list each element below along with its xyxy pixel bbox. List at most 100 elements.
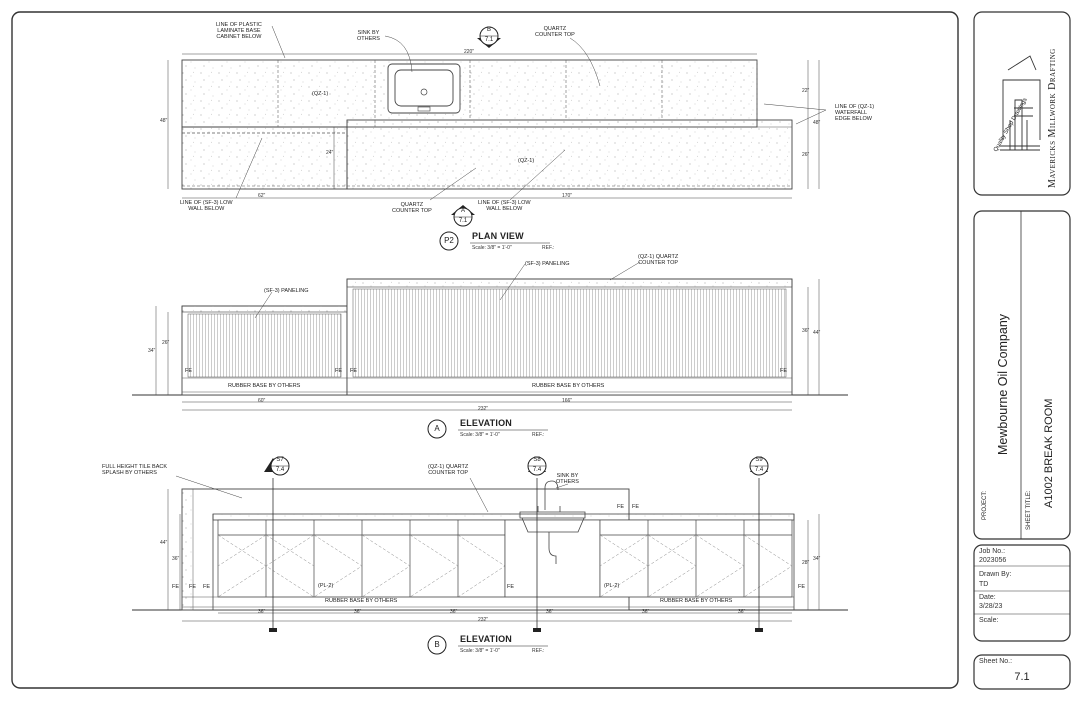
elev-a-scale: Scale: 3/8" = 1'-0" (460, 432, 500, 438)
section-s8-sheet: 7.4 (532, 467, 542, 473)
elev-a-base-left: RUBBER BASE BY OTHERS (228, 383, 301, 389)
elev-b-fe-4: FE (507, 584, 515, 590)
countertop-b (212, 513, 795, 521)
elev-b-fe-5: FE (617, 504, 625, 510)
sheet-no-value: 7.1 (1014, 671, 1030, 683)
elev-b-pl-right: (PL-2) (604, 583, 620, 589)
plan-upper-counter (181, 59, 758, 128)
scale-label: Scale: (979, 617, 999, 624)
job-no-label: Job No.: (979, 548, 1006, 555)
elev-b-fe-6: FE (632, 504, 640, 510)
elev-a-dim-34: 34" (148, 348, 156, 354)
elev-b-base-right: RUBBER BASE BY OTHERS (660, 598, 733, 604)
elev-a-dim-166: 166" (562, 398, 573, 404)
plan-dim-bottom-right: 170" (562, 193, 573, 199)
plan-dim-top: 220" (464, 49, 475, 55)
elev-a-dim-232: 232" (478, 406, 489, 412)
elev-a-dim-60: 60" (258, 398, 266, 404)
plan-dim-left-total: 48" (160, 118, 168, 124)
plan-view-id: P2 (444, 236, 454, 245)
elev-b-dim-seg-5: 36" (642, 609, 650, 615)
plan-view-scale: Scale: 3/8" = 1'-0" (472, 245, 512, 251)
elev-b-title: ELEVATION (460, 634, 512, 644)
elev-b-dim-44: 44" (160, 540, 168, 546)
elev-a-id: A (434, 424, 440, 433)
elev-b-fe-7: FE (798, 584, 806, 590)
elev-a-fe-1: FE (185, 368, 193, 374)
elevation-a (132, 261, 848, 439)
elev-b-dim-seg-2: 36" (354, 609, 362, 615)
elev-a-fe-2: FE (335, 368, 343, 374)
note-low-wall-right: LINE OF (SF-3) LOW WALL BELOW (478, 200, 531, 212)
elev-b-dim-36: 36" (172, 556, 180, 562)
plan-view-ref: REF.: (542, 245, 555, 251)
sink-b (519, 480, 586, 564)
elev-a-dim-26: 26" (162, 340, 170, 346)
plan-material-tag-upper: (QZ-1) (312, 91, 329, 97)
elev-a-dim-44: 44" (813, 330, 821, 336)
section-s8-letter: S8 (533, 457, 541, 463)
drawn-by-value: TD (979, 581, 989, 588)
section-s7-letter: S7 (276, 457, 284, 463)
elev-b-dim-seg-3: 36" (450, 609, 458, 615)
section-s9-sheet: 7.4 (754, 467, 764, 473)
elev-a-base-right: RUBBER BASE BY OTHERS (532, 383, 605, 389)
elev-b-scale: Scale: 3/8" = 1'-0" (460, 648, 500, 654)
section-marker-b-plan (477, 26, 501, 48)
plan-marker-b-sheet: 7.1 (484, 37, 494, 43)
job-no-value: 2023056 (979, 557, 1007, 564)
plan-view-title: PLAN VIEW (472, 231, 524, 241)
sheet-title-label: SHEET TITLE: (1026, 490, 1032, 530)
project-box (973, 210, 1071, 540)
note-quartz-top-plan-1: QUARTZ COUNTER TOP (535, 26, 575, 38)
section-bubbles-b (264, 456, 769, 476)
elev-b-dim-28: 28" (802, 560, 810, 566)
elev-b-ref: REF.: (532, 648, 545, 654)
elev-b-dim-total: 232" (478, 617, 489, 623)
base-cabinets-left (217, 519, 506, 598)
company-name: Mavericks Millwork Drafting (1047, 48, 1058, 188)
elevation-b (132, 456, 848, 655)
elev-b-dim-seg-4: 36" (546, 609, 554, 615)
section-s7-sheet: 7.4 (275, 467, 285, 473)
section-s9-letter: S9 (755, 457, 763, 463)
note-paneling-right: (SF-3) PANELING (525, 261, 570, 267)
section-marker-a-plan (451, 205, 475, 227)
drawn-by-label: Drawn By: (979, 571, 1012, 578)
elev-a-dim-36: 36" (802, 328, 810, 334)
elev-b-title-bubble (427, 635, 447, 655)
note-quartz-top-plan-2: QUARTZ COUNTER TOP (392, 202, 432, 214)
drawing-border (11, 11, 959, 689)
plan-dim-right-48: 48" (813, 120, 821, 126)
project-label: PROJECT: (982, 490, 988, 520)
elev-a-title: ELEVATION (460, 418, 512, 428)
elev-b-fe-1: FE (172, 584, 180, 590)
date-label: Date: (979, 594, 996, 601)
sheet-title: A1002 BREAK ROOM (1043, 398, 1055, 508)
plan-view (167, 25, 827, 251)
elev-a-title-bubble (427, 419, 447, 439)
elev-b-pl-left: (PL-2) (318, 583, 334, 589)
sheet-no-box (973, 654, 1071, 690)
elev-b-fe-2: FE (189, 584, 197, 590)
elev-a-fe-3: FE (350, 368, 358, 374)
note-low-wall-left: LINE OF (SF-3) LOW WALL BELOW (180, 200, 233, 212)
sink-zone (504, 519, 601, 598)
plan-dim-bottom-left: 62" (258, 193, 266, 199)
info-box (973, 544, 1071, 642)
plan-dim-right-22: 22" (802, 88, 810, 94)
plan-marker-a-letter: A (460, 208, 465, 214)
plan-title-bubble (439, 231, 459, 251)
project-name: Mewbourne Oil Company (996, 313, 1010, 455)
elev-b-fe-3: FE (203, 584, 211, 590)
date-value: 3/28/23 (979, 603, 1003, 610)
plan-dim-left-inner: 24" (326, 150, 334, 156)
elev-b-dim-34: 34" (813, 556, 821, 562)
company-logo (1000, 55, 1041, 151)
elev-b-dim-seg-1: 36" (258, 609, 266, 615)
plan-lower-counter (181, 126, 348, 190)
plan-marker-b-letter: B (486, 27, 491, 33)
elev-a-fe-4: FE (780, 368, 788, 374)
elev-b-dim-seg-6: 36" (738, 609, 746, 615)
